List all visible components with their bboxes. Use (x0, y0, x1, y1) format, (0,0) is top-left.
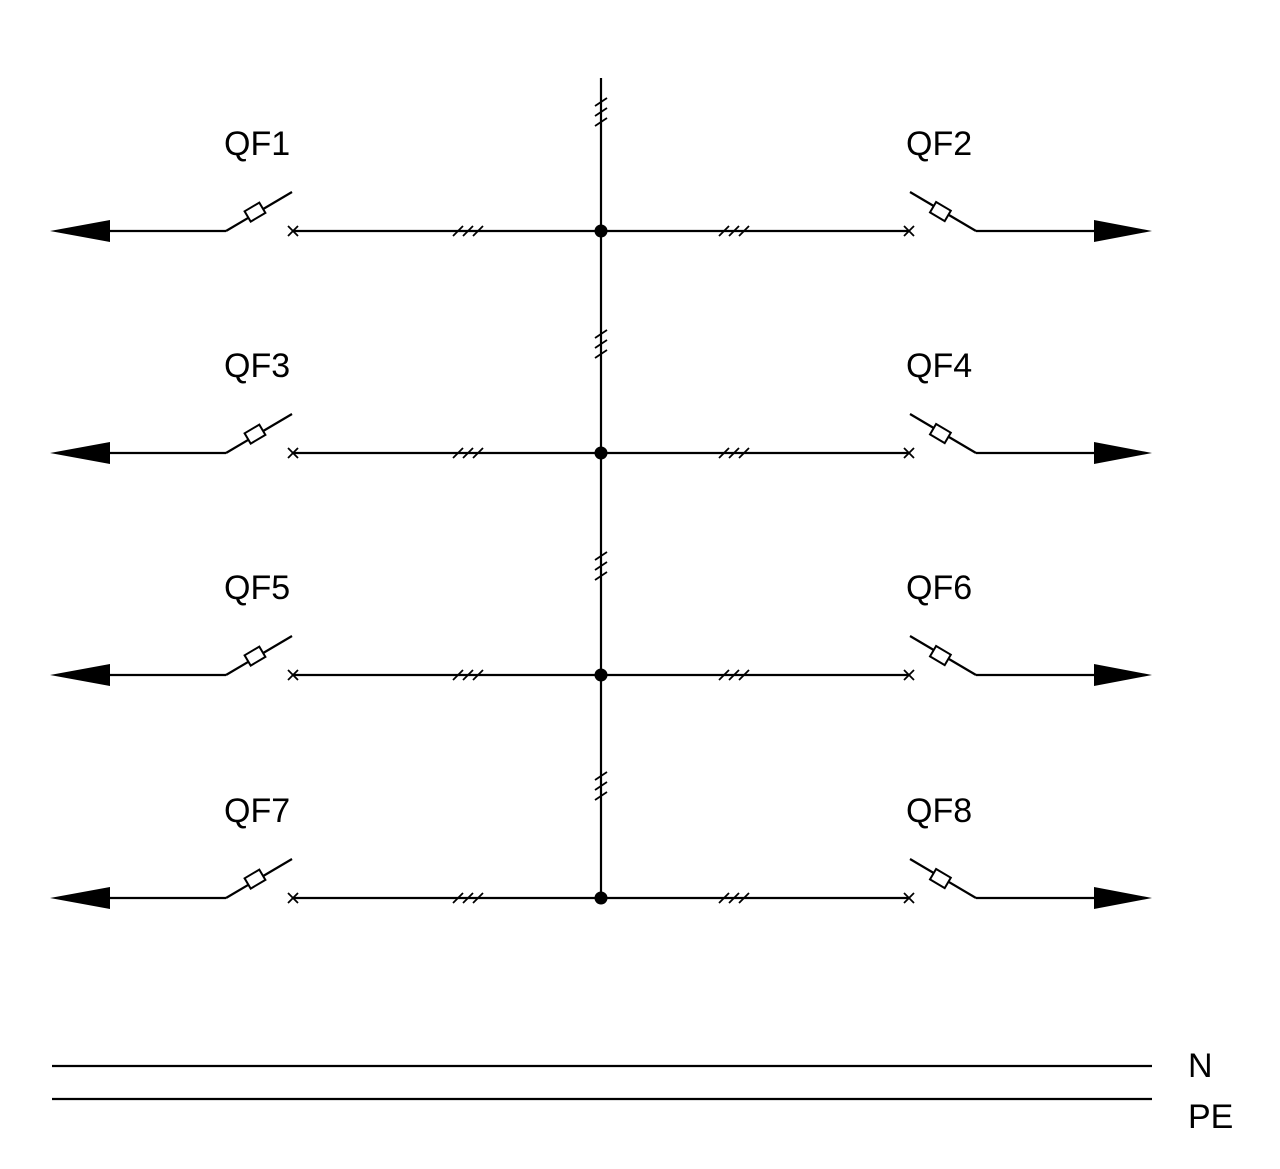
three-phase-mark-left (452, 225, 484, 237)
feeder-row: QF1 QF2 (50, 125, 1152, 242)
right-breaker-label: QF6 (906, 569, 972, 607)
busbar-three-phase-mark (594, 97, 608, 127)
busbar-three-phase-mark (594, 771, 608, 801)
left-breaker-terminal-x (287, 447, 299, 459)
left-breaker-box (243, 868, 267, 890)
right-breaker-terminal-x (903, 669, 915, 681)
junction-dot (594, 891, 608, 905)
n-bus-label: N (1188, 1047, 1213, 1085)
left-outgoing-arrow (50, 664, 110, 686)
left-breaker-label: QF7 (224, 792, 290, 830)
busbar-three-phase-mark (594, 329, 608, 359)
left-breaker-label: QF1 (224, 125, 290, 163)
right-outgoing-arrow (1094, 442, 1152, 464)
right-breaker-terminal-x (903, 225, 915, 237)
right-outgoing-arrow (1094, 220, 1152, 242)
right-breaker-label: QF8 (906, 792, 972, 830)
right-outgoing-arrow (1094, 887, 1152, 909)
right-breaker-box (928, 200, 953, 223)
right-breaker-box (928, 422, 953, 445)
three-phase-mark-left (452, 447, 484, 459)
left-breaker-label: QF5 (224, 569, 290, 607)
pe-bus-label: PE (1188, 1098, 1233, 1136)
left-outgoing-arrow (50, 220, 110, 242)
junction-dot (594, 668, 608, 682)
junction-dot (594, 446, 608, 460)
right-outgoing-arrow (1094, 664, 1152, 686)
left-breaker-box (243, 645, 267, 667)
three-phase-mark-right (718, 225, 750, 237)
three-phase-mark-right (718, 669, 750, 681)
three-phase-mark-left (452, 669, 484, 681)
right-breaker-label: QF2 (906, 125, 972, 163)
feeder-row: QF5 QF6 (50, 569, 1152, 686)
right-breaker-label: QF4 (906, 347, 972, 385)
junction-dot (594, 224, 608, 238)
left-outgoing-arrow (50, 442, 110, 464)
right-breaker-box (928, 867, 953, 890)
left-breaker-box (243, 423, 267, 445)
left-breaker-terminal-x (287, 225, 299, 237)
right-breaker-terminal-x (903, 892, 915, 904)
three-phase-mark-right (718, 447, 750, 459)
feeder-row: QF3 QF4 (50, 347, 1152, 464)
left-breaker-box (243, 201, 267, 223)
left-breaker-terminal-x (287, 669, 299, 681)
three-phase-mark-left (452, 892, 484, 904)
feeder-row: QF7 QF8 (50, 792, 1152, 909)
busbar-three-phase-mark (594, 551, 608, 581)
left-outgoing-arrow (50, 887, 110, 909)
right-breaker-terminal-x (903, 447, 915, 459)
left-breaker-label: QF3 (224, 347, 290, 385)
left-breaker-terminal-x (287, 892, 299, 904)
right-breaker-box (928, 644, 953, 667)
three-phase-mark-right (718, 892, 750, 904)
